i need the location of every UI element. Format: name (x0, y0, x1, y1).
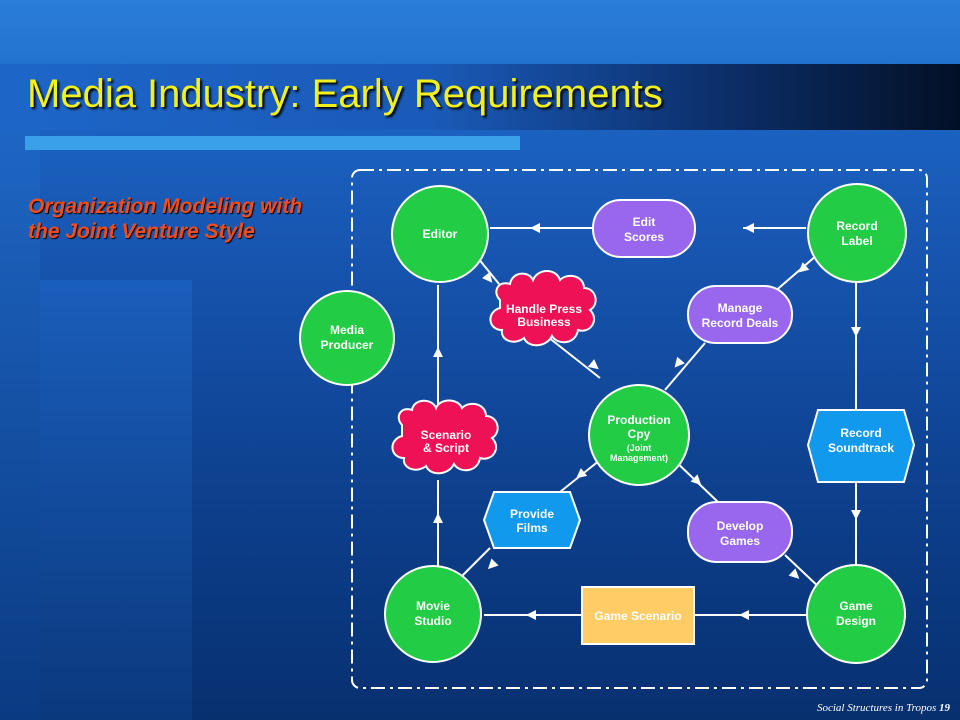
arrowhead (690, 474, 702, 485)
arrowhead (587, 359, 599, 370)
svg-text:Movie: Movie (416, 599, 450, 613)
arrowheads (433, 223, 861, 620)
arrowhead (433, 347, 443, 357)
svg-text:Games: Games (720, 534, 760, 548)
svg-text:Game: Game (839, 599, 873, 613)
svg-text:Cpy: Cpy (628, 427, 651, 441)
svg-text:Handle Press: Handle Press (506, 302, 582, 316)
svg-text:Record Deals: Record Deals (702, 316, 779, 330)
svg-text:Record: Record (836, 219, 877, 233)
task-provide-films: Provide Films (482, 491, 582, 549)
actor-production-cpy: Production Cpy (Joint Management) (588, 384, 690, 486)
svg-text:Films: Films (516, 521, 548, 535)
svg-text:Record: Record (840, 426, 881, 440)
goal-manage-record-deals: Manage Record Deals (687, 285, 793, 344)
arrowhead (739, 610, 749, 620)
svg-text:Provide: Provide (510, 507, 554, 521)
arrowhead (744, 223, 754, 233)
svg-text:Studio: Studio (414, 614, 451, 628)
actor-movie-studio: Movie Studio (384, 565, 482, 663)
svg-text:Producer: Producer (321, 338, 374, 352)
svg-text:Editor: Editor (423, 227, 458, 241)
link (664, 342, 706, 391)
arrowhead (433, 513, 443, 523)
svg-text:Production: Production (607, 413, 670, 427)
arrowhead (482, 271, 493, 283)
goal-develop-games: Develop Games (687, 501, 793, 563)
svg-text:Media: Media (330, 323, 364, 337)
top-band (0, 0, 960, 64)
svg-text:& Script: & Script (423, 441, 469, 455)
system-boundary (351, 169, 928, 689)
svg-text:Manage: Manage (718, 301, 763, 315)
slide-title: Media Industry: Early Requirements (27, 72, 663, 116)
link (784, 554, 823, 591)
goal-edit-scores: Edit Scores (592, 199, 696, 258)
svg-text:Scores: Scores (624, 230, 664, 244)
arrowhead (526, 610, 536, 620)
page-number: 19 (939, 702, 950, 714)
arrowhead (851, 327, 861, 337)
left-decor-column (0, 130, 40, 720)
arrowhead (674, 356, 685, 368)
actor-game-design: Game Design (806, 564, 906, 664)
link (547, 336, 601, 379)
actor-media-producer: Media Producer (299, 290, 395, 386)
svg-text:Edit: Edit (633, 215, 656, 229)
svg-text:Soundtrack: Soundtrack (828, 441, 894, 455)
arrowhead (487, 558, 499, 570)
title-band (0, 64, 960, 130)
resource-game-scenario: Game Scenario (581, 586, 695, 645)
arrowhead (530, 223, 540, 233)
svg-text:Game Scenario: Game Scenario (594, 609, 681, 623)
link (459, 547, 491, 579)
dependency-links (437, 227, 857, 616)
slide-footer: Social Structures in Tropos 19 (817, 702, 950, 714)
arrowhead (788, 568, 800, 579)
svg-text:(Joint: (Joint (627, 443, 652, 453)
footer-text: Social Structures in Tropos (816, 702, 937, 714)
svg-text:Scenario: Scenario (421, 428, 472, 442)
task-record-soundtrack: Record Soundtrack (806, 409, 916, 483)
left-decor-panel (40, 280, 192, 720)
svg-text:Label: Label (841, 234, 872, 248)
svg-text:Design: Design (836, 614, 876, 628)
svg-text:Business: Business (517, 315, 571, 329)
title-underline (25, 136, 520, 150)
arrowhead (576, 468, 588, 479)
svg-text:Management): Management) (610, 453, 668, 463)
actor-editor: Editor (391, 185, 489, 283)
softgoal-scenario-script: Scenario & Script (391, 399, 499, 475)
arrowhead (851, 510, 861, 520)
arrowhead (798, 262, 810, 273)
softgoal-handle-press-business: Handle Press Business (489, 270, 597, 347)
actor-record-label: Record Label (807, 183, 907, 283)
slide-subtitle: Organization Modeling with the Joint Ven… (28, 195, 303, 243)
svg-text:Develop: Develop (717, 519, 764, 533)
